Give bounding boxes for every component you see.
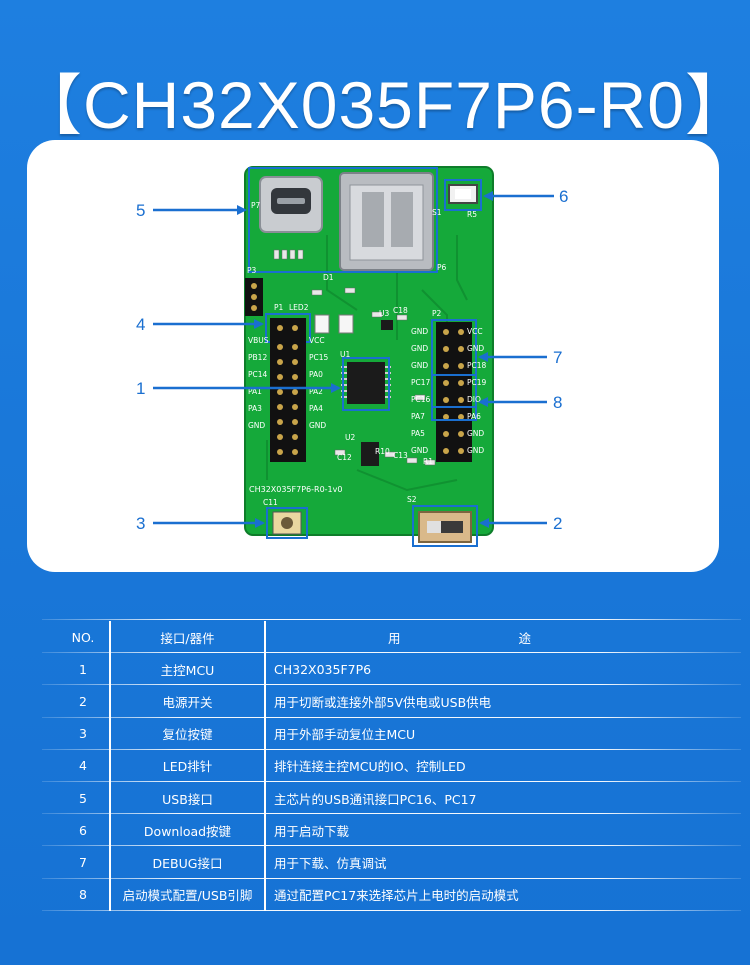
callout-5: 5 — [136, 201, 146, 220]
p2-right-pin-label: GND — [467, 446, 484, 455]
silk-label-r5: R5 — [467, 210, 477, 219]
p2-right-pin-label: DIO — [467, 395, 481, 404]
row-part: 启动模式配置/USB引脚 — [109, 878, 266, 911]
header-no: NO. — [71, 629, 95, 645]
table-row: 2 电源开关用于切断或连接外部5V供电或USB供电 — [42, 685, 741, 718]
row-part: DEBUG接口 — [109, 846, 266, 879]
row-part: 电源开关 — [109, 685, 266, 718]
p2-left-pin-label: PA7 — [411, 412, 425, 421]
p2-right-pin-label: GND — [467, 429, 484, 438]
p2-right-pin-label: PA6 — [467, 412, 481, 421]
led-header — [270, 318, 306, 338]
silk-label-c12: C12 — [337, 453, 352, 462]
silk-label-c13: C13 — [393, 451, 408, 460]
row-part: USB接口 — [109, 781, 266, 815]
silk-label-led2: LED2 — [289, 303, 309, 312]
p1-pin-label: PA3 — [248, 404, 262, 413]
row-no: 8 — [79, 887, 87, 903]
silk-label-p6: P6 — [437, 263, 447, 272]
row-no: 7 — [79, 854, 87, 870]
table-row: 5 USB接口主芯片的USB通讯接口PC16、PC17 — [42, 781, 741, 815]
silk-label-name: CH32X035F7P6-R0-1v0 — [249, 485, 342, 494]
p2-right-pin-label: PC19 — [467, 378, 487, 387]
callout-3: 3 — [136, 514, 146, 533]
p1-pin-label: PC14 — [248, 370, 268, 379]
p1-pin-label: PA1 — [248, 387, 262, 396]
p2-left-pin-label: GND — [411, 446, 428, 455]
p2-left-pin-label: GND — [411, 361, 428, 370]
header-part: 接口/器件 — [109, 621, 266, 654]
row-use: 用于启动下载 — [274, 823, 350, 839]
silk-label-s1: S1 — [432, 208, 442, 217]
p2-left-pin-label: PC16 — [411, 395, 431, 404]
row-no: 4 — [79, 758, 87, 774]
p2-right-pin-label: PC18 — [467, 361, 487, 370]
callout-1: 1 — [136, 379, 146, 398]
mcu-chip — [347, 362, 385, 404]
p1-pin-label: PC15 — [309, 353, 329, 362]
callout-2: 2 — [553, 514, 563, 533]
silk-label-p3: P3 — [247, 266, 257, 275]
callout-7: 7 — [553, 348, 563, 367]
p1-pin-label: GND — [309, 421, 326, 430]
row-use: 排针连接主控MCU的IO、控制LED — [274, 759, 466, 775]
table-row: 7 DEBUG接口用于下载、仿真调试 — [42, 846, 741, 879]
p1-pin-label: PA2 — [309, 387, 323, 396]
silk-label-d1: D1 — [323, 273, 334, 282]
callout-8: 8 — [553, 393, 563, 412]
dev-board-illustration: CH32X035F7P6-R0-1v0 P1 LED2 P2 P3 U1 U2 … — [153, 166, 554, 547]
p1-pin-label: VCC — [309, 336, 325, 345]
row-use: 用于切断或连接外部5V供电或USB供电 — [274, 694, 492, 710]
row-part: Download按键 — [109, 814, 266, 847]
table-row: 3 复位按键用于外部手动复位主MCU — [42, 717, 741, 750]
row-use: 用于外部手动复位主MCU — [274, 727, 416, 743]
silk-label-p7: P7 — [251, 201, 261, 210]
silk-label-u1: U1 — [340, 350, 350, 359]
p2-left-pin-label: GND — [411, 327, 428, 336]
table-row: 1 主控MCU CH32X035F7P6 — [42, 653, 741, 686]
row-no: 6 — [79, 822, 87, 838]
row-no: 5 — [79, 790, 87, 806]
row-no: 3 — [79, 726, 87, 742]
p1-pin-label: VBUS — [248, 336, 269, 345]
silk-label-p1: P1 — [274, 303, 284, 312]
silk-label-c11: C11 — [263, 498, 278, 507]
debug-header — [436, 322, 472, 462]
silk-label-r10: R10 — [375, 447, 390, 456]
header-use: 用途 — [387, 630, 649, 646]
p1-pin-label: PB12 — [248, 353, 267, 362]
p2-right-pin-label: VCC — [467, 327, 483, 336]
page-title: 【CH32X035F7P6-R0】 — [16, 68, 750, 142]
row-part: 主控MCU — [109, 653, 266, 686]
table-row: 8 启动模式配置/USB引脚通过配置PC17来选择芯片上电时的启动模式 — [42, 878, 741, 911]
row-use: 主芯片的USB通讯接口PC16、PC17 — [274, 791, 477, 807]
silk-label-u2: U2 — [345, 433, 355, 442]
table-row: 4 LED排针排针连接主控MCU的IO、控制LED — [42, 749, 741, 783]
parts-table: NO. 接口/器件 用途 1 主控MCU CH32X035F7P6 2 电源开关用于切断… — [42, 618, 741, 911]
row-part: LED排针 — [109, 749, 266, 782]
board-photo-card: CH32X035F7P6-R0-1v0 P1 LED2 P2 P3 U1 U2 … — [27, 140, 719, 572]
row-part: 复位按键 — [109, 717, 266, 750]
p2-right-pin-label: GND — [467, 344, 484, 353]
p2-left-pin-label: PC17 — [411, 378, 431, 387]
p1-pin-label: PA0 — [309, 370, 323, 379]
silk-label-p2: P2 — [432, 309, 442, 318]
silk-label-c18: C18 — [393, 306, 408, 315]
callout-4: 4 — [136, 315, 146, 334]
p1-pin-label: PA4 — [309, 404, 323, 413]
table-header-row: NO. 接口/器件 用途 — [42, 618, 741, 654]
p1-pin-label: GND — [248, 421, 265, 430]
p2-left-pin-label: PA5 — [411, 429, 425, 438]
callout-6: 6 — [559, 187, 569, 206]
silk-label-u3: U3 — [379, 309, 389, 318]
table-row: 6 Download按键用于启动下载 — [42, 814, 741, 847]
row-use: 通过配置PC17来选择芯片上电时的启动模式 — [274, 888, 519, 904]
silk-label-r1: R1 — [423, 457, 433, 466]
p2-left-pin-label: GND — [411, 344, 428, 353]
row-use: CH32X035F7P6 — [274, 661, 372, 677]
row-no: 1 — [79, 661, 87, 677]
silk-label-s2: S2 — [407, 495, 417, 504]
row-use: 用于下载、仿真调试 — [274, 855, 387, 871]
row-no: 2 — [79, 693, 87, 709]
